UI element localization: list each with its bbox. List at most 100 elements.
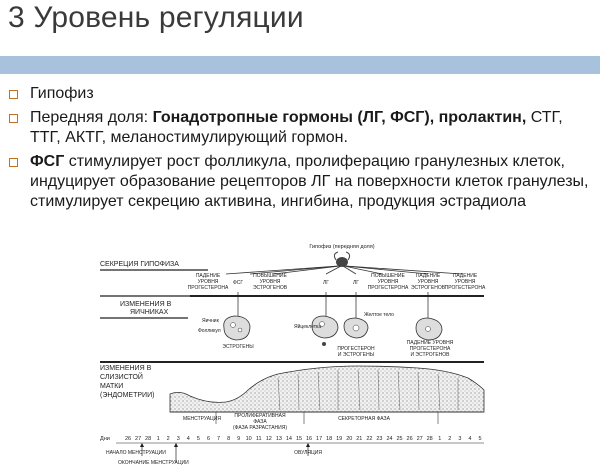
days-label: Дни — [100, 436, 110, 442]
day-tick-label: 24 — [386, 436, 392, 442]
pituitary-icon — [336, 257, 348, 267]
day-tick-label: 13 — [276, 436, 282, 442]
estrogens-label: ЭСТРОГЕНЫ — [222, 344, 254, 350]
ovary-arrows — [235, 292, 431, 325]
pituitary-label: Гипофиз (передняя доля) — [309, 244, 374, 250]
fall-label: ПАДЕНИЕ УРОВНЯ — [407, 340, 454, 346]
bullet-square-icon — [9, 90, 18, 99]
day-tick-label: 20 — [346, 436, 352, 442]
follicle-label: Фолликул — [198, 328, 221, 334]
fall-label: ПРОГЕСТЕРОНА — [410, 346, 451, 352]
day-tick-label: 22 — [366, 436, 372, 442]
row-label-uterus: МАТКИ — [100, 383, 123, 390]
row-label-pituitary: СЕКРЕЦИЯ ГИПОФИЗА — [100, 261, 179, 268]
bullet-item: Гипофиз — [6, 84, 596, 104]
bullet-text: Гипофиз — [30, 85, 94, 102]
day-tick-label: 16 — [306, 436, 312, 442]
note-text: ЛГ — [353, 280, 359, 286]
day-tick-label: 4 — [187, 436, 190, 442]
note-text: УРОВНЯ — [198, 279, 219, 285]
day-tick-label: 7 — [217, 436, 220, 442]
hormone-fan-lines — [225, 265, 463, 275]
day-tick-label: 26 — [125, 436, 131, 442]
bullet-rest: стимулирует рост фолликула, пролиферацию… — [30, 153, 589, 210]
day-tick-label: 17 — [316, 436, 322, 442]
row-label-ovaries: ЯИЧНИКАХ — [130, 309, 169, 316]
menstrual-cycle-diagram: Гипофиз (передняя доля) СЕКРЕЦИЯ ГИПОФИЗ… — [98, 240, 594, 468]
note-text: ПРОГЕСТЕРОНА — [445, 285, 486, 291]
note-text: УРОВНЯ — [378, 279, 399, 285]
ovary-label: Яичник — [202, 318, 220, 324]
day-tick-label: 18 — [326, 436, 332, 442]
day-tick-label: 1 — [157, 436, 160, 442]
bullet-item: ФСГ стимулирует рост фолликула, пролифер… — [6, 152, 596, 212]
ovary-4-icon — [415, 317, 443, 341]
row-label-uterus: (ЭНДОМЕТРИИ) — [100, 392, 154, 399]
bullet-square-icon — [9, 114, 18, 123]
bullet-bold: ФСГ — [30, 153, 65, 170]
note-text: ПРОГЕСТЕРОНА — [188, 285, 229, 291]
day-tick-label: 12 — [266, 436, 272, 442]
day-tick-label: 10 — [246, 436, 252, 442]
slide-title: 3 Уровень регуляции — [8, 1, 304, 34]
day-tick-label: 21 — [356, 436, 362, 442]
day-tick-label: 2 — [448, 436, 451, 442]
ovulation-label: ОВУЛЯЦИЯ — [294, 450, 322, 456]
day-tick-label: 1 — [438, 436, 441, 442]
hormone-notes: ПАДЕНИЕ УРОВНЯ ПРОГЕСТЕРОНА ФСГ ПОВЫШЕНИ… — [188, 273, 486, 291]
pituitary-stalk-icon — [333, 251, 351, 261]
day-tick-label: 5 — [478, 436, 481, 442]
ovary-2-icon — [311, 315, 339, 339]
note-text: ЭСТРОГЕНОВ — [253, 285, 288, 291]
egg-icon — [322, 342, 326, 346]
phase-proliferative: ПРОЛИФЕРАТИВНАЯ — [234, 413, 286, 419]
day-tick-label: 19 — [336, 436, 342, 442]
phase-menstruation: МЕНСТРУАЦИЯ — [183, 416, 221, 422]
bullet-square-icon — [9, 158, 18, 167]
phase-proliferative: (ФАЗА РАЗРАСТАНИЯ) — [233, 425, 287, 431]
day-tick-label: 6 — [207, 436, 210, 442]
bottom-arrows — [139, 442, 311, 462]
row-label-uterus: ИЗМЕНЕНИЯ В — [100, 365, 152, 372]
day-tick-label: 8 — [227, 436, 230, 442]
diagram-svg: Гипофиз (передняя доля) СЕКРЕЦИЯ ГИПОФИЗ… — [100, 244, 486, 466]
bullet-rest: СТГ, ТТГ, АКТГ, меланостимулирующий горм… — [30, 109, 563, 146]
note-text: УРОВНЯ — [418, 279, 439, 285]
day-tick-label: 27 — [135, 436, 141, 442]
bullet-text: Передняя доля: Гонадотропные гормоны (ЛГ… — [30, 108, 596, 148]
prog-estr-label: ПРОГЕСТЕРОН — [337, 346, 375, 352]
note-text: ПРОГЕСТЕРОНА — [368, 285, 409, 291]
note-text: ЭСТРОГЕНОВ — [411, 285, 446, 291]
accent-bar — [0, 56, 600, 74]
note-text: ПАДЕНИЕ — [416, 273, 441, 279]
day-tick-label: 23 — [376, 436, 382, 442]
menstruation-end-label: ОКОНЧАНИЕ МЕНСТРУАЦИИ — [118, 460, 189, 466]
day-tick-label: 9 — [237, 436, 240, 442]
bullet-bold: Гонадотропные гормоны (ЛГ, ФСГ), пролакт… — [152, 109, 527, 126]
day-tick-label: 11 — [256, 436, 262, 442]
day-tick-label: 3 — [177, 436, 180, 442]
prog-estr-label: И ЭСТРОГЕНЫ — [338, 352, 375, 358]
note-text: ПОВЫШЕНИЕ — [253, 273, 287, 279]
day-tick-label: 28 — [145, 436, 151, 442]
corpus-luteum-label: Желтое тело — [364, 312, 394, 318]
fall-label: И ЭСТРОГЕНОВ — [410, 352, 450, 358]
day-tick-label: 4 — [468, 436, 471, 442]
day-tick-label: 14 — [286, 436, 292, 442]
ovary-3-icon — [343, 317, 369, 339]
ovary-1-icon — [223, 315, 251, 341]
day-tick-label: 27 — [417, 436, 423, 442]
egg-label: Яйцеклетка — [294, 323, 321, 330]
day-tick-label: 3 — [458, 436, 461, 442]
endometrium-graphic — [169, 365, 485, 413]
bullet-item: Передняя доля: Гонадотропные гормоны (ЛГ… — [6, 108, 596, 148]
note-text: УРОВНЯ — [260, 279, 281, 285]
bullet-text: ФСГ стимулирует рост фолликула, пролифер… — [30, 152, 596, 212]
note-text: ПАДЕНИЕ — [453, 273, 478, 279]
phase-proliferative: ФАЗА — [253, 419, 267, 425]
day-tick-label: 2 — [167, 436, 170, 442]
note-text: ПОВЫШЕНИЕ — [371, 273, 405, 279]
day-tick-label: 28 — [427, 436, 433, 442]
endometrium-glands — [277, 369, 459, 411]
